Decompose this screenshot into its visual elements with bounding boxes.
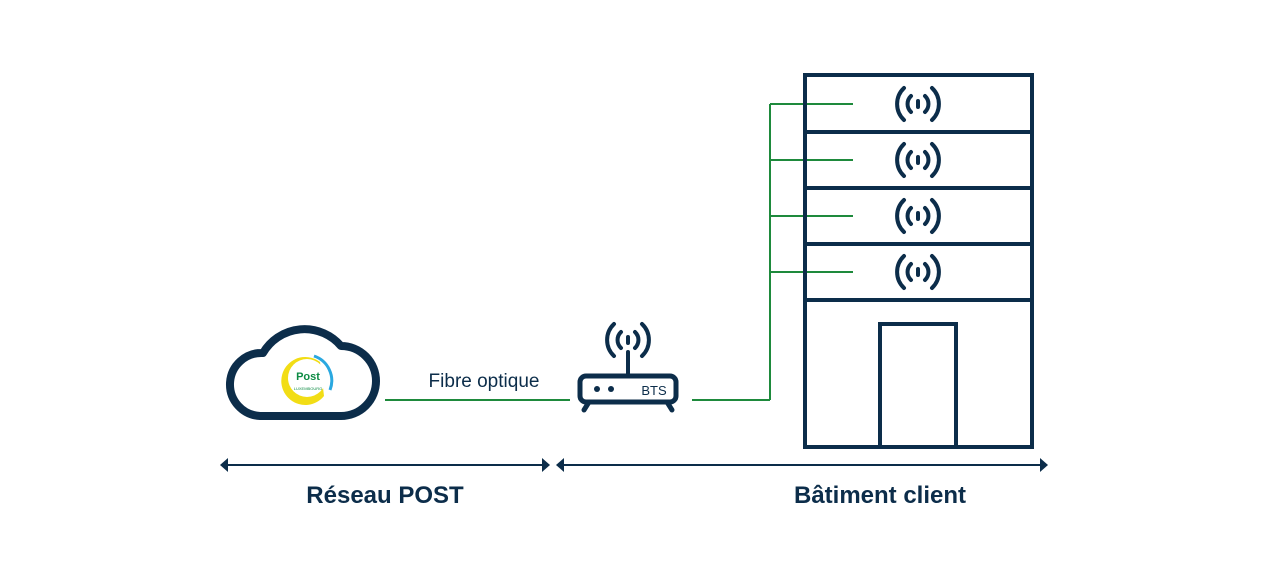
fibre-label: Fibre optique [428,371,540,392]
building-door [878,322,958,449]
zone-label-building: Bâtiment client [793,482,967,509]
zone-arrow-right [556,458,1048,472]
floor-wifi-3 [895,198,941,234]
building-icon [803,73,1034,449]
logo-subtitle: LUXEMBOURG [293,386,323,391]
building-cabling [692,103,853,401]
post-logo [281,354,334,405]
floor-wifi-4 [895,254,941,290]
logo-wordmark: Post [296,371,320,383]
floor-wifi-1 [895,86,941,122]
router-icon [577,322,679,413]
zone-arrow-left [220,458,550,472]
bts-label: BTS [641,383,667,398]
zone-label-network: Réseau POST [306,482,464,509]
floor-wifi-2 [895,142,941,178]
